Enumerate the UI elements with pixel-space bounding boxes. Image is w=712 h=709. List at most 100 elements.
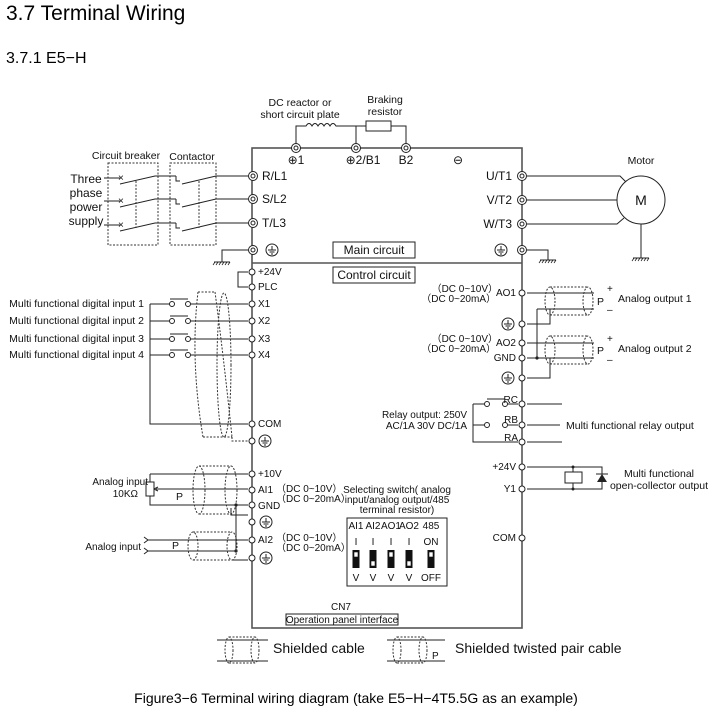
control-circuit-text: Control circuit	[337, 268, 411, 282]
terminal-b2-label: B2	[399, 153, 414, 167]
braking-resistor-label-2: resistor	[368, 106, 403, 118]
open-collector-label-2: open-collector output	[610, 480, 708, 492]
terminal-gnd-ao-label: GND	[494, 353, 516, 364]
braking-resistor: Braking resistor	[356, 94, 407, 148]
terminal-ao2-label: AO2	[496, 338, 516, 349]
relay-output	[472, 398, 562, 443]
terminal-24v-label: +24V	[258, 267, 282, 278]
switch-top-label: I	[372, 537, 375, 548]
terminal-com-oc-label: COM	[493, 533, 516, 544]
switch-bottom-label: OFF	[421, 573, 441, 584]
ai1-range-2: （DC 0~20mA）	[276, 493, 351, 505]
motor-earth-icon	[631, 257, 650, 262]
section-title: 3.7 Terminal Wiring	[6, 2, 186, 25]
ground-symbol-icon	[259, 515, 273, 529]
switch-bottom-label: V	[388, 573, 395, 584]
terminal-p2-b1-label: ⊕2/B1	[346, 153, 381, 167]
dc-reactor-label-2: short circuit plate	[260, 109, 340, 121]
terminal-pe-input	[248, 245, 258, 255]
ao1-range-1: （DC 0~10V）	[432, 283, 498, 295]
ao1-plus: +	[607, 284, 613, 295]
control-circuit-label: Control circuit	[332, 266, 416, 284]
terminal-ao1-label: AO1	[496, 288, 516, 299]
motor-label: Motor	[628, 155, 655, 167]
terminal-b2	[401, 143, 411, 153]
terminal-x3-label: X3	[258, 334, 271, 345]
ground-symbol-icon	[494, 243, 508, 257]
terminal-x2-label: X2	[258, 316, 271, 327]
operation-panel-box	[285, 613, 399, 626]
svg-text:×: ×	[118, 196, 124, 207]
switch-column-label: AO2	[399, 521, 419, 532]
terminal-gnd-label: GND	[258, 501, 280, 512]
dip-switch-knob	[353, 551, 359, 558]
dip-switch[interactable]	[405, 550, 413, 568]
main-circuit-text: Main circuit	[344, 243, 405, 257]
switch-label-3: terminal resistor)	[360, 505, 434, 516]
terminal-x4-label: X4	[258, 350, 271, 361]
terminal-rc-label: RC	[504, 395, 518, 406]
analog-output-1-label: Analog output 1	[618, 293, 692, 305]
supply-label-2: phase	[70, 186, 103, 200]
figure-caption: Figure3−6 Terminal wiring diagram (take …	[134, 690, 578, 706]
svg-text:×: ×	[118, 173, 124, 184]
ground-symbol-icon	[259, 551, 273, 565]
terminal-v-t2-label: V/T2	[487, 193, 513, 207]
ao2-plus: +	[607, 334, 613, 345]
circuit-breaker-label: Circuit breaker	[92, 150, 161, 162]
ao1-minus: –	[607, 305, 613, 316]
terminal-t-l3-label: T/L3	[262, 216, 286, 230]
switch-top-label: I	[390, 537, 393, 548]
power-input-wiring: ×××	[104, 173, 248, 232]
terminal-t-l3	[248, 218, 258, 228]
relay-rating-1: Relay output: 250V	[382, 410, 467, 421]
dc-reactor-label-1: DC reactor or	[268, 97, 332, 109]
pot-label-1: Analog input	[92, 477, 148, 488]
supply-label-4: supply	[69, 214, 104, 228]
ground-symbol-icon	[265, 243, 279, 257]
subsection-title: 3.7.1 E5−H	[6, 50, 87, 67]
open-collector-label-1: Multi functional	[624, 468, 694, 480]
dip-switch[interactable]	[387, 550, 395, 568]
terminal-y1-label: Y1	[504, 484, 517, 495]
motor-symbol-text: M	[635, 192, 647, 208]
operation-panel-label: Operation panel interface	[286, 615, 399, 626]
terminal-p1	[291, 143, 301, 153]
terminal-s-l2-label: S/L2	[262, 192, 287, 206]
dc-reactor: DC reactor or short circuit plate	[260, 97, 357, 148]
terminal-ai1-label: AI1	[258, 485, 273, 496]
pair-marker-ao1: P	[597, 296, 604, 308]
switch-top-label: ON	[424, 537, 439, 548]
digital-input-3-label: Multi functional digital input 3	[9, 333, 144, 345]
analog-output-2-label: Analog output 2	[618, 343, 692, 355]
digital-input-2-label: Multi functional digital input 2	[9, 315, 144, 327]
circuit-breaker-box	[107, 162, 159, 246]
dip-switch[interactable]	[427, 550, 435, 568]
terminal-p1-label: ⊕1	[288, 153, 305, 167]
analog-outputs	[527, 286, 594, 379]
switch-column-label: 485	[423, 521, 440, 532]
inductor-symbol	[295, 123, 357, 148]
resistor-symbol	[365, 120, 392, 132]
switch-column-label: AO1	[381, 521, 401, 532]
dip-switch-knob	[406, 560, 412, 567]
legend-shielded-cable: Shielded cable	[217, 636, 365, 664]
terminal-v-t2	[517, 195, 527, 205]
dip-switch-knob	[388, 551, 394, 558]
terminal-ra-label: RA	[504, 433, 518, 444]
dip-switch-knob	[428, 551, 434, 558]
terminal-r-l1	[248, 171, 258, 181]
switch-column-label: AI2	[365, 521, 380, 532]
ground-symbol-icon	[501, 371, 515, 385]
supply-label-1: Three	[70, 172, 102, 186]
switch-bottom-label: V	[406, 573, 413, 584]
relay-output-label: Multi functional relay output	[566, 420, 694, 432]
terminal-u-t1-label: U/T1	[486, 169, 512, 183]
dip-switch[interactable]	[369, 550, 377, 568]
pair-marker-ai1: P	[176, 491, 183, 503]
terminal-24v-oc-label: +24V	[492, 462, 516, 473]
switch-label-2: input/analog output/485	[345, 495, 450, 506]
dip-switch[interactable]	[352, 550, 360, 568]
analog-inputs	[143, 465, 248, 561]
ai2-range-1: （DC 0~10V）	[276, 532, 342, 544]
